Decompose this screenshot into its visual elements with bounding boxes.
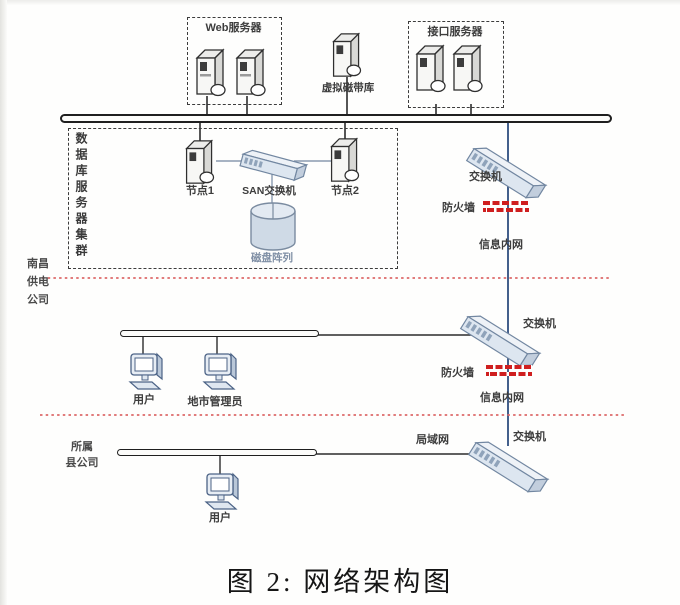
computer-icon (202, 471, 242, 520)
switch3-label: 交换机 (513, 431, 546, 443)
figure-caption: 图 2: 网络架构图 (226, 567, 454, 597)
user2-label: 用户 (209, 512, 231, 524)
switch-icon (459, 140, 549, 214)
scan-edge-top (0, 0, 680, 5)
server-icon (451, 42, 487, 99)
user1-label: 用户 (133, 394, 155, 406)
db-cluster-group-label: 数据库服务器集群 (74, 132, 88, 260)
scan-edge-left (0, 0, 7, 605)
computer-icon (126, 351, 166, 400)
intranet1-label: 信息内网 (479, 239, 523, 251)
switch2-label: 交换机 (523, 318, 556, 330)
computer-icon (200, 351, 240, 400)
web-server-group-box (187, 17, 282, 105)
web-server-group-label: Web服务器 (205, 22, 262, 34)
virtual-tape-library-label: 虚拟磁带库 (321, 82, 375, 94)
server-icon (328, 135, 364, 190)
firewall-icon (486, 365, 532, 378)
nanchang-company-label: 南昌 供电 公司 (27, 258, 49, 306)
firewall-icon (483, 201, 529, 214)
server-icon (414, 42, 450, 99)
intranet2-label: 信息内网 (480, 392, 524, 404)
server-icon (194, 46, 230, 103)
county-company-label: 所属 县公司 (65, 441, 99, 469)
node2-label: 节点2 (330, 185, 360, 197)
server-icon (330, 30, 366, 85)
server-icon (183, 137, 219, 192)
switch1-label: 交换机 (469, 171, 502, 183)
city-lan-bus-bar (120, 330, 319, 337)
node1-label: 节点1 (185, 185, 215, 197)
switch-icon (453, 308, 543, 382)
disk-array-icon (249, 202, 297, 257)
city-admin-label: 地市管理员 (187, 396, 243, 408)
san-switch-label: SAN交换机 (242, 185, 296, 197)
db-cluster-group-box (68, 128, 398, 269)
county-lan-bus-bar (117, 449, 317, 456)
server-icon (234, 46, 270, 103)
lan-label: 局域网 (416, 434, 449, 446)
backbone-bus-bar (60, 114, 612, 123)
switch-icon (461, 434, 551, 508)
disk-array-label: 磁盘阵列 (251, 252, 293, 264)
san-switch-icon (235, 146, 309, 194)
interface-server-group-label: 接口服务器 (427, 26, 483, 38)
interface-server-group-box (408, 21, 504, 108)
firewall1-label: 防火墙 (442, 202, 475, 214)
firewall2-label: 防火墙 (441, 367, 474, 379)
